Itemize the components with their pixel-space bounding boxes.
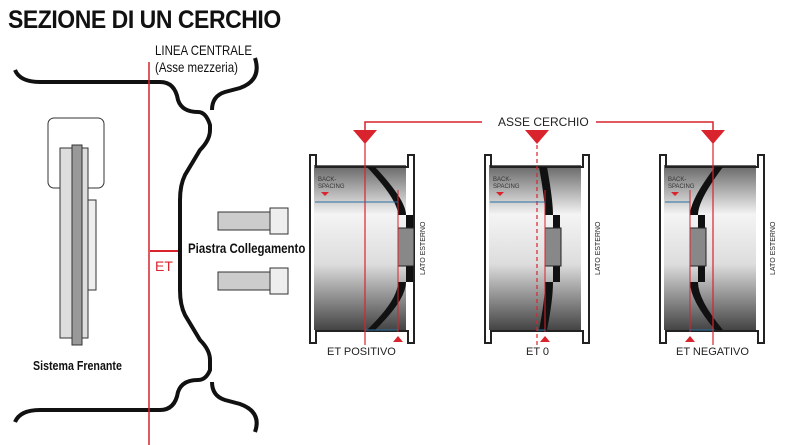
brake-system (47, 117, 105, 346)
wheel-3 (659, 130, 765, 345)
et-marker-icon (685, 336, 695, 342)
brake-label: Sistema Frenante (33, 358, 122, 373)
page-title: SEZIONE DI UN CERCHIO (8, 6, 281, 34)
outer-side-label: LATO ESTERNO (595, 221, 602, 275)
outer-side-label: LATO ESTERNO (420, 221, 427, 275)
et-label: ET (155, 258, 173, 274)
axis-marker-icon (701, 130, 725, 144)
et-marker-icon (540, 336, 550, 342)
wheel-1 (309, 130, 415, 345)
backspacing-label: BACK- SPACING (668, 177, 695, 190)
axis-label: ASSE CERCHIO (496, 115, 591, 129)
backspacing-label: BACK- SPACING (493, 177, 520, 190)
backspacing-label: BACK- SPACING (318, 177, 345, 190)
centerline-sublabel: (Asse mezzeria) (155, 59, 238, 75)
wheel-caption: ET 0 (526, 346, 550, 358)
wheel-caption: ET POSITIVO (327, 346, 396, 358)
rim-profile (13, 57, 259, 433)
et-marker-icon (393, 336, 403, 342)
axis-marker-icon (353, 130, 377, 144)
outer-side-label: LATO ESTERNO (770, 221, 777, 275)
hub-label: Piastra Collegamento (188, 240, 306, 256)
bolts (217, 207, 289, 295)
wheel-2 (484, 130, 590, 345)
centerline-label: LINEA CENTRALE (155, 42, 252, 58)
wheel-caption: ET NEGATIVO (676, 346, 749, 358)
axis-marker-icon (525, 130, 549, 144)
